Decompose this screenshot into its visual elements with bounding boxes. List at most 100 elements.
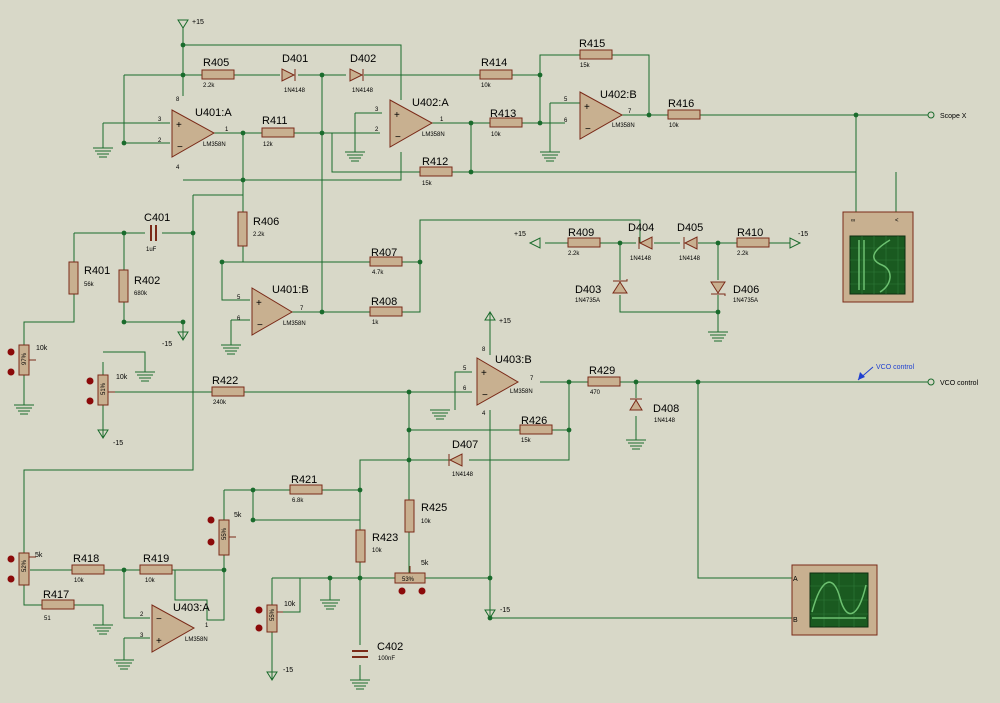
svg-text:R415: R415 [579, 38, 605, 50]
svg-text:1: 1 [440, 117, 444, 123]
svg-text:R409: R409 [568, 227, 594, 239]
svg-text:10k: 10k [36, 345, 48, 352]
potentiometer-6[interactable]: 10k 55% [255, 601, 296, 633]
svg-text:−: − [177, 142, 183, 153]
svg-text:R411: R411 [262, 115, 287, 127]
ab-scope[interactable]: A B [791, 564, 878, 636]
svg-text:R405: R405 [203, 57, 229, 69]
scope-x-terminal[interactable]: Scope X [927, 111, 967, 120]
potentiometer-5[interactable]: 5k 53% [394, 560, 429, 595]
svg-text:2.2k: 2.2k [737, 251, 749, 257]
opamp-u402a[interactable]: +− U402:A LM358N [389, 97, 449, 148]
opamp-u401a[interactable]: +− U401:A LM358N [171, 107, 232, 158]
svg-text:U403:A: U403:A [173, 602, 210, 614]
vco-control-terminal[interactable]: VCO control [927, 378, 979, 387]
opamp-u402b[interactable]: +− U402:B LM358N [579, 89, 637, 140]
svg-text:+: + [481, 368, 487, 379]
capacitor-c402[interactable]: C402 100nF [352, 641, 403, 662]
svg-text:R402: R402 [134, 275, 160, 287]
ground-icon [540, 151, 560, 162]
svg-text:6: 6 [463, 386, 467, 392]
plus15-arrow-icon [528, 237, 541, 249]
svg-text:Scope X: Scope X [940, 113, 967, 120]
svg-text:10k: 10k [669, 123, 680, 129]
vco-control-probe[interactable]: VCO control [857, 364, 915, 381]
minus15-label: -15 [283, 667, 293, 674]
xy-scope[interactable]: ∞< [842, 211, 914, 303]
svg-text:6: 6 [237, 316, 241, 322]
ground-symbols [14, 147, 728, 690]
svg-text:100nF: 100nF [378, 656, 395, 662]
svg-text:10k: 10k [372, 548, 383, 554]
potentiometer-3[interactable]: 5k 55% [207, 512, 242, 556]
svg-text:B: B [793, 617, 798, 624]
opamp-u403b[interactable]: +− U403:B LM358N [476, 354, 533, 406]
svg-text:R413: R413 [490, 108, 516, 120]
svg-text:LM358N: LM358N [422, 132, 445, 138]
svg-text:R417: R417 [43, 589, 69, 601]
svg-text:5: 5 [237, 295, 241, 301]
svg-text:3: 3 [158, 117, 162, 123]
opamp-u403a[interactable]: −+ U403:A LM358N [151, 602, 210, 653]
svg-text:LM358N: LM358N [283, 321, 306, 327]
svg-text:53%: 53% [402, 577, 415, 583]
potentiometer-4[interactable]: 5k 52% [7, 552, 43, 586]
svg-text:97%: 97% [22, 352, 28, 365]
resistor-r417[interactable]: R417 51 [41, 589, 75, 622]
minus15-label: -15 [500, 607, 510, 614]
power-rails: +15 -15 +15 -15 +15 -15 -15 -15 [97, 19, 808, 681]
scope-trace-icon [873, 239, 891, 293]
svg-text:15k: 15k [580, 63, 591, 69]
svg-text:+: + [584, 102, 590, 113]
plus15-label: +15 [499, 318, 511, 325]
svg-text:2.2k: 2.2k [568, 251, 580, 257]
resistor-r415[interactable]: R415 15k [579, 38, 613, 69]
svg-text:−: − [257, 320, 263, 331]
opamp-u401b[interactable]: +− U401:B LM358N [251, 284, 309, 336]
svg-text:2: 2 [375, 127, 379, 133]
potentiometer-2[interactable]: 10k 51% [86, 374, 128, 406]
svg-text:1N4148: 1N4148 [284, 88, 306, 94]
potentiometer-1[interactable]: 10k 97% [7, 344, 48, 376]
minus15-arrow-icon [789, 237, 802, 249]
svg-text:R412: R412 [422, 156, 448, 168]
plus15-label: +15 [192, 19, 204, 26]
minus15-arrow-icon [266, 671, 278, 681]
svg-text:470: 470 [590, 390, 601, 396]
svg-text:3: 3 [375, 107, 379, 113]
svg-text:U401:A: U401:A [195, 107, 232, 119]
svg-text:C402: C402 [377, 641, 403, 653]
resistor-r409[interactable]: R409 2.2k [567, 227, 601, 257]
svg-text:51: 51 [44, 616, 51, 622]
